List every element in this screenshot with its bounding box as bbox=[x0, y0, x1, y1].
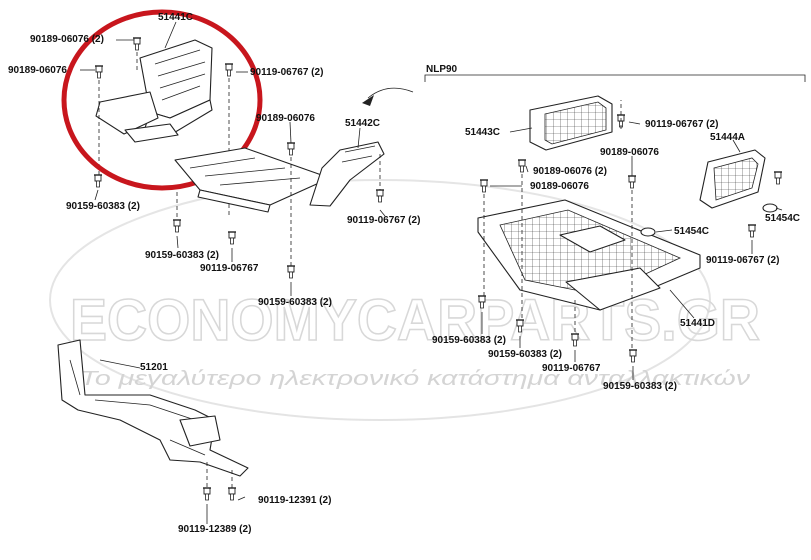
bolt-icon bbox=[224, 63, 234, 77]
part-51444a bbox=[699, 149, 766, 209]
label-90119-06767-2-a: 90119-06767 (2) bbox=[250, 67, 323, 78]
label-90159-60383-2-e: 90159-60383 (2) bbox=[488, 349, 562, 360]
label-90159-60383-2-b: 90159-60383 (2) bbox=[145, 250, 219, 261]
clip-icon bbox=[640, 227, 656, 237]
watermark-brand: ECONOMYCARPARTS.GR bbox=[70, 288, 760, 353]
arrow-icon bbox=[362, 95, 374, 106]
bolt-icon bbox=[375, 189, 385, 203]
label-90159-60383-2-a: 90159-60383 (2) bbox=[66, 201, 140, 212]
bolt-icon bbox=[227, 487, 237, 501]
label-90119-06767-b: 90119-06767 bbox=[542, 363, 601, 374]
bolt-icon bbox=[94, 65, 104, 79]
bolt-icon bbox=[132, 37, 142, 51]
label-90119-12389-2: 90119-12389 (2) bbox=[178, 524, 251, 535]
bolt-icon bbox=[286, 265, 296, 279]
variant-label: NLP90 bbox=[426, 64, 458, 75]
leader-lines bbox=[80, 21, 783, 524]
bolt-icon bbox=[227, 231, 237, 245]
label-51201: 51201 bbox=[140, 362, 168, 373]
label-90189-06076-2-a: 90189-06076 (2) bbox=[30, 34, 104, 45]
label-90189-06076-d: 90189-06076 bbox=[530, 181, 589, 192]
part-51443c bbox=[529, 95, 613, 151]
label-90119-06767-a: 90119-06767 bbox=[200, 263, 259, 274]
label-90159-60383-2-d: 90159-60383 (2) bbox=[432, 335, 506, 346]
bolt-icon bbox=[747, 224, 757, 238]
label-90119-06767-2-b: 90119-06767 (2) bbox=[347, 215, 420, 226]
bolt-icon bbox=[627, 175, 637, 189]
part-51442c bbox=[174, 141, 385, 213]
bolt-icon bbox=[202, 487, 212, 501]
watermark: ECONOMYCARPARTS.GR Το μεγαλύτερο ηλεκτρο… bbox=[49, 179, 761, 421]
label-90189-06076-c: 90189-06076 bbox=[600, 147, 659, 158]
label-51454c-b: 51454C bbox=[765, 213, 800, 224]
label-51442c: 51442C bbox=[345, 118, 380, 129]
watermark-slogan: Το μεγαλύτερο ηλεκτρονικό κατάστημα αντα… bbox=[80, 368, 750, 390]
label-51444a: 51444A bbox=[710, 132, 745, 143]
label-51441c: 51441C bbox=[158, 12, 193, 23]
label-51454c-a: 51454C bbox=[674, 226, 709, 237]
label-90159-60383-2-c: 90159-60383 (2) bbox=[258, 297, 332, 308]
label-51441d: 51441D bbox=[680, 318, 715, 329]
part-51201 bbox=[57, 339, 249, 477]
bolt-icon bbox=[773, 171, 783, 185]
highlight-circle bbox=[61, 9, 263, 191]
bolt-icon bbox=[286, 142, 296, 156]
bolt-icon bbox=[172, 219, 182, 233]
part-labels: 51441C 90189-06076 (2) 90189-06076 90119… bbox=[8, 12, 800, 535]
part-51441c bbox=[95, 39, 213, 143]
label-90119-12391-2: 90119-12391 (2) bbox=[258, 495, 331, 506]
clip-icon bbox=[762, 203, 778, 213]
bolt-icon bbox=[628, 349, 638, 363]
label-90119-06767-2-d: 90119-06767 (2) bbox=[706, 255, 779, 266]
label-90159-60383-2-f: 90159-60383 (2) bbox=[603, 381, 677, 392]
label-90119-06767-2-c: 90119-06767 (2) bbox=[645, 119, 718, 130]
variant-bracket: NLP90 bbox=[362, 64, 806, 106]
label-51443c: 51443C bbox=[465, 127, 500, 138]
label-90189-06076-a: 90189-06076 bbox=[8, 65, 67, 76]
bolt-icon bbox=[479, 179, 489, 193]
part-51441d bbox=[477, 199, 701, 311]
bolt-icon bbox=[517, 159, 527, 173]
label-90189-06076-2-b: 90189-06076 (2) bbox=[533, 166, 607, 177]
bolt-icon bbox=[93, 174, 103, 188]
label-90189-06076-b: 90189-06076 bbox=[256, 113, 315, 124]
